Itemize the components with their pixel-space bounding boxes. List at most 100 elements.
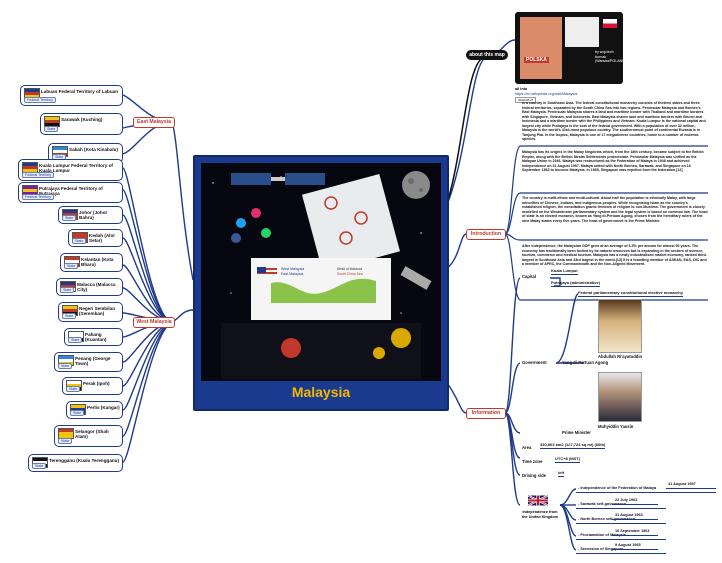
state-label: Kuala Lumpur Federal Territory of Kuala … <box>39 163 113 174</box>
independence-event: - North Borneo self-governance <box>578 517 635 521</box>
central-title: Malaysia <box>291 384 351 400</box>
state-tag: Federal Territory <box>22 172 55 178</box>
independence-underline <box>576 553 666 555</box>
west-malaysia-item[interactable]: Negeri Sembilan (Seremban)State <box>58 302 123 322</box>
state-tag: Federal Territory <box>24 97 57 103</box>
state-tag: State <box>32 463 47 469</box>
state-label: Pahang (Kuantan) <box>85 332 107 343</box>
topic-information[interactable]: Information <box>466 408 506 419</box>
independence-event: - Sarawak self-governance <box>578 502 626 506</box>
map-label-west: West Malaysia <box>281 267 305 271</box>
west-malaysia-item[interactable]: Putrajaya Federal Territory of Putrajaya… <box>18 182 123 203</box>
independence-event: - Independence of the Federation of Mala… <box>578 486 657 490</box>
monarch-photo <box>598 299 642 353</box>
pm-photo <box>598 372 642 422</box>
east-malaysia-item[interactable]: Sabah (Kota Kinabalu)State <box>48 143 123 163</box>
topic-introduction[interactable]: Introduction <box>466 229 506 240</box>
state-label: Labuan Federal Territory of Labuan <box>41 89 118 94</box>
europe-map-icon <box>565 17 599 47</box>
west-malaysia-item[interactable]: Perlis (Kangar)State <box>66 401 123 419</box>
map-label-east: East Malaysia <box>281 272 304 276</box>
west-malaysia-item[interactable]: Kedah (Alor Setar)State <box>68 229 123 247</box>
poland-flag-icon <box>603 19 617 28</box>
west-malaysia-item[interactable]: Perak (Ipoh)State <box>62 377 123 395</box>
monarch-title: Yang di-Pertuan Agong <box>562 360 609 365</box>
state-label: Putrajaya Federal Territory of Putrajaya <box>39 186 103 196</box>
about-card: POLSKA by wojciech bornak (Warsaw/POLAND… <box>515 12 653 103</box>
independence-date: 22 July 1963 <box>615 498 638 502</box>
state-tag: State <box>70 410 85 416</box>
intro-paragraph-3: The country is multi-ethnic and multi-cu… <box>522 196 708 223</box>
driving-value: left <box>558 470 564 477</box>
state-label: Penang (George Town) <box>75 356 111 367</box>
state-label: Negeri Sembilan (Seremban) <box>79 306 115 317</box>
topic-west-malaysia[interactable]: West Malaysia <box>133 317 175 328</box>
independence-underline <box>576 523 666 525</box>
independence-date: 31 August 1963 <box>615 513 643 517</box>
uk-flag-icon <box>527 494 549 507</box>
west-malaysia-item[interactable]: Malacca (Malacca City)State <box>56 278 123 296</box>
independence-date: 9 August 1965 <box>615 543 641 547</box>
info-label: all info <box>515 87 528 91</box>
about-photo: POLSKA by wojciech bornak (Warsaw/POLAND… <box>515 12 623 84</box>
map-label-b: South China Sea <box>337 272 363 276</box>
timezone-label: Time zone <box>522 459 543 464</box>
state-label: Kelantan (Kota Bharu) <box>81 257 114 268</box>
independence-event: - Secession of Singapore <box>578 547 624 551</box>
west-malaysia-item[interactable]: Johor (Johor Bahru)State <box>58 206 123 224</box>
state-tag: State <box>68 337 83 343</box>
info-url[interactable]: https://en.wikipedia.org/wiki/Malaysia <box>515 92 578 96</box>
independence-label: Independence from the United Kingdom <box>521 510 559 519</box>
independence-underline <box>576 508 666 510</box>
state-label: Terengganu (Kuala Terengganu) <box>49 458 120 463</box>
monarch-name: Abdullah Ri'ayatuddin <box>598 354 643 359</box>
intro-paragraph-4: After independence, the Malaysian GDP gr… <box>522 244 707 266</box>
state-tag: State <box>72 238 87 244</box>
state-label: Malacca (Malacca City) <box>77 282 116 293</box>
pm-title: Prime Minister <box>562 430 591 435</box>
independence-date-underline <box>666 488 716 490</box>
central-image: West Malaysia East Malaysia Strait of Ma… <box>201 163 441 381</box>
east-malaysia-item[interactable]: Sarawak (Kuching)State <box>40 113 123 135</box>
capital-value: Kuala Lumpur <box>551 268 578 275</box>
central-node[interactable]: West Malaysia East Malaysia Strait of Ma… <box>193 155 449 411</box>
map-label-a: Strait of Malacca <box>337 267 363 271</box>
state-tag: State <box>58 363 73 369</box>
person-photo: POLSKA <box>520 17 562 79</box>
independence-underline <box>576 492 716 494</box>
independence-date: 16 September 1963 <box>615 529 650 533</box>
state-tag: State <box>44 126 59 132</box>
author-label: by wojciech bornak (Warsaw/POLAND) <box>595 50 623 63</box>
timezone-value: UTC+8 (MST) <box>555 456 580 463</box>
west-malaysia-item[interactable]: Kelantan (Kota Bharu)State <box>60 253 123 272</box>
state-tag: State <box>62 215 77 221</box>
west-malaysia-item[interactable]: Terengganu (Kuala Terengganu)State <box>28 454 123 472</box>
state-label: Johor (Johor Bahru) <box>79 210 108 221</box>
state-label: Perlis (Kangar) <box>87 405 120 410</box>
west-malaysia-item[interactable]: Kuala Lumpur Federal Territory of Kuala … <box>18 159 123 181</box>
capital-label: Capital <box>522 274 536 279</box>
west-malaysia-item[interactable]: Pahang (Kuantan)State <box>64 328 123 346</box>
topic-about[interactable]: about this map <box>466 50 508 60</box>
state-tag: State <box>58 438 73 444</box>
government-label: Government <box>522 360 547 365</box>
government-type: Federal parliamentary constitutional ele… <box>578 290 683 297</box>
admin-capital-value: Putrajaya (administrative) <box>551 280 600 287</box>
topic-east-malaysia[interactable]: East Malaysia <box>133 117 175 128</box>
area-label: Area <box>522 445 532 450</box>
info-date: 2020-08-27 <box>515 97 537 103</box>
state-label: Sabah (Kota Kinabalu) <box>69 147 119 152</box>
west-malaysia-item[interactable]: Penang (George Town)State <box>54 352 123 372</box>
state-tag: State <box>62 313 77 319</box>
independence-underline <box>576 539 666 541</box>
driving-label: Driving side <box>522 473 546 478</box>
area-value: 330,803 km2 (127,724 sq mi) (66th) <box>540 442 606 449</box>
pm-name: Muhyiddin Yassin <box>598 424 634 429</box>
state-tag: Federal Territory <box>22 194 55 200</box>
west-malaysia-item[interactable]: Selangor (Shah Alam)State <box>54 425 123 447</box>
shirt-text: POLSKA <box>524 57 549 63</box>
state-tag: State <box>64 263 79 269</box>
state-tag: State <box>66 386 81 392</box>
state-label: Sarawak (Kuching) <box>61 117 103 122</box>
